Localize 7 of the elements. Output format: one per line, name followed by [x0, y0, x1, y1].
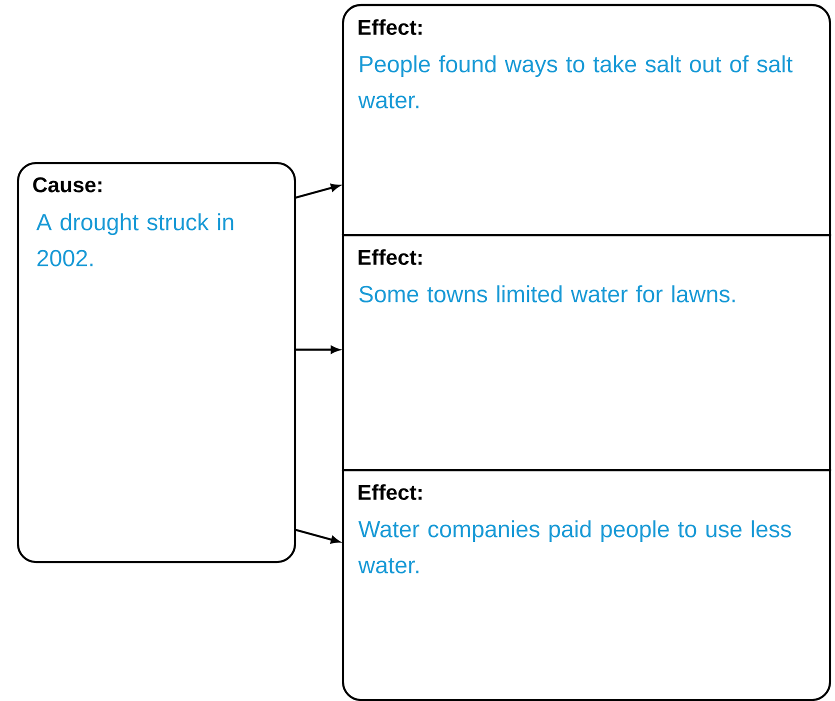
arrow — [295, 346, 340, 354]
effect-box: Effect: Water companies paid people to use less water. — [342, 468, 832, 701]
cause-box: Cause: A drought struck in 2002. — [16, 162, 296, 564]
effect-box: Effect: Some towns limited water for lawns. — [342, 234, 832, 472]
effect-box: Effect: People found ways to take salt out of salt water. — [342, 4, 832, 236]
arrow — [295, 184, 340, 199]
arrow — [294, 528, 340, 544]
